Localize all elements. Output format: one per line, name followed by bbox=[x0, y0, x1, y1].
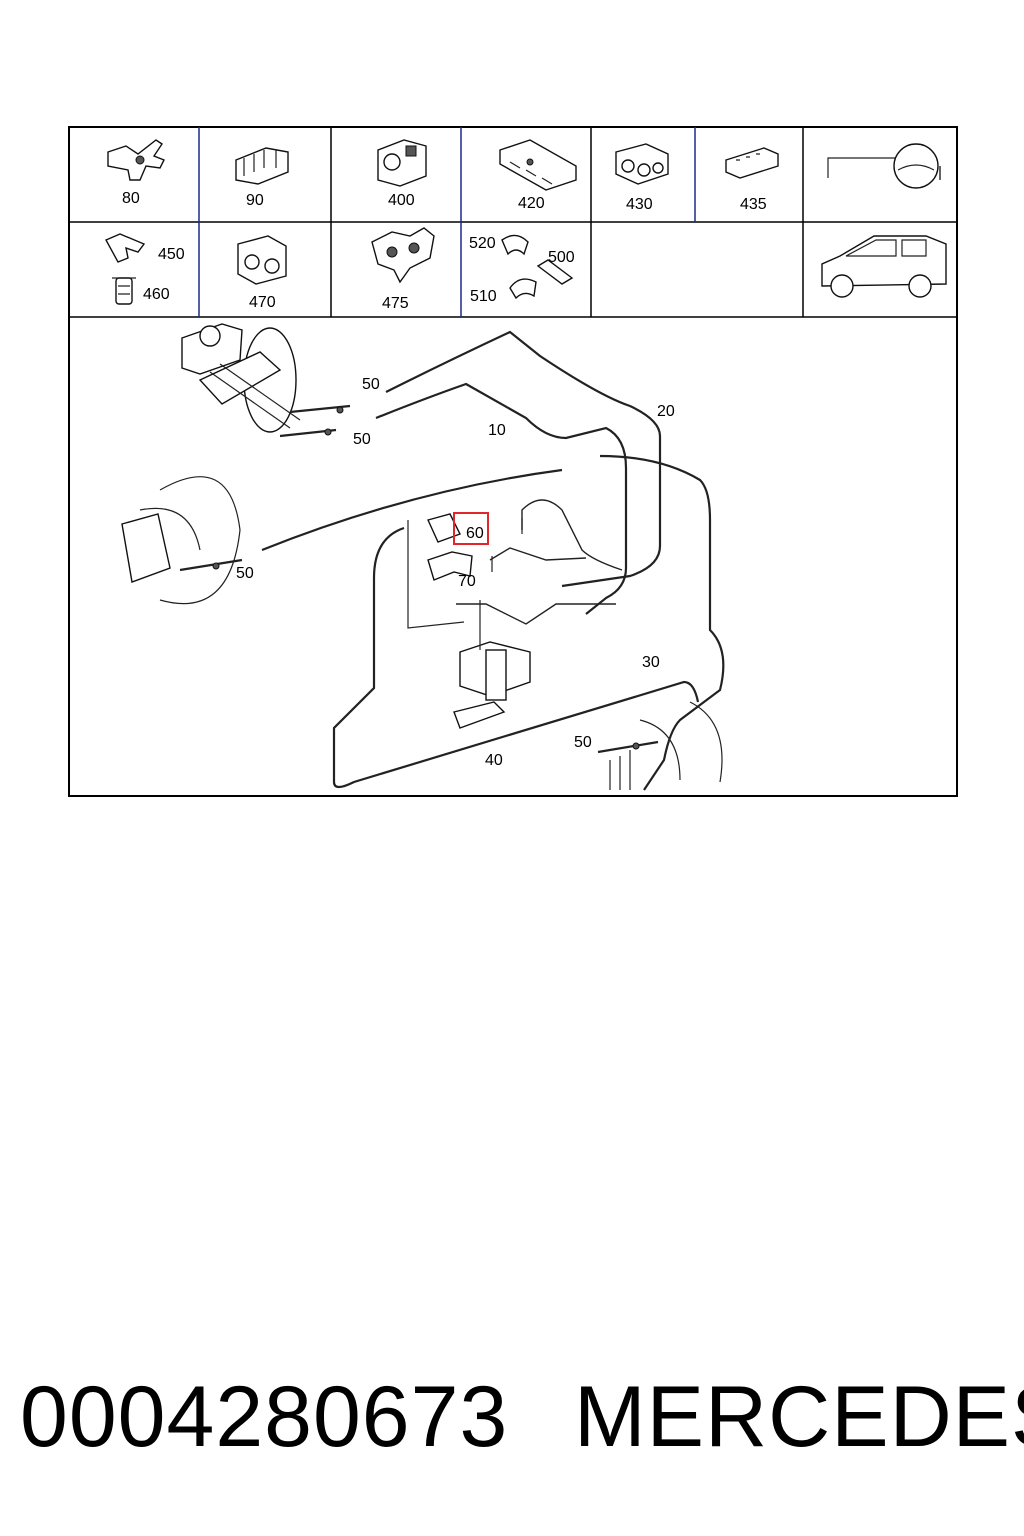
clip-435-icon bbox=[725, 147, 779, 179]
brake-lines bbox=[179, 330, 725, 791]
clip-430-icon bbox=[615, 143, 669, 185]
rear-brake-disc-icon bbox=[609, 701, 723, 790]
callout-30: 30 bbox=[642, 654, 660, 671]
bracket-70-icon bbox=[427, 551, 473, 581]
callout-60: 60 bbox=[466, 525, 484, 542]
clamp-520-icon bbox=[501, 234, 529, 256]
legend-label-500: 500 bbox=[548, 249, 575, 266]
bracket-60-icon bbox=[427, 513, 461, 543]
legend-label-90: 90 bbox=[246, 192, 264, 209]
highlight-box bbox=[453, 512, 489, 545]
legend-label-475: 475 bbox=[382, 295, 409, 312]
legend-label-520: 520 bbox=[469, 235, 496, 252]
clip-475-icon bbox=[371, 227, 435, 284]
fuel-cap-icon bbox=[827, 143, 941, 189]
callout-50-upper: 50 bbox=[362, 376, 380, 393]
callout-20: 20 bbox=[657, 403, 675, 420]
callout-70: 70 bbox=[458, 573, 476, 590]
callout-50-mid: 50 bbox=[353, 431, 371, 448]
abs-unit-icon bbox=[407, 520, 531, 729]
clip-400-icon bbox=[377, 139, 427, 187]
legend-grid bbox=[68, 126, 958, 797]
master-cylinder-icon bbox=[181, 323, 301, 433]
clip-420-icon bbox=[499, 139, 577, 191]
legend-label-430: 430 bbox=[626, 196, 653, 213]
brand-name: MERCEDES bbox=[574, 1369, 1024, 1465]
legend-label-510: 510 bbox=[470, 288, 497, 305]
legend-label-80: 80 bbox=[122, 190, 140, 207]
callout-10: 10 bbox=[488, 422, 506, 439]
legend-label-460: 460 bbox=[143, 286, 170, 303]
legend-label-400: 400 bbox=[388, 192, 415, 209]
legend-label-435: 435 bbox=[740, 196, 767, 213]
legend-label-450: 450 bbox=[158, 246, 185, 263]
clip-80-icon bbox=[107, 139, 165, 181]
callout-50-front: 50 bbox=[236, 565, 254, 582]
sleeve-500-icon bbox=[536, 259, 574, 285]
front-brake-disc-icon bbox=[121, 476, 241, 605]
part-number: 0004280673 bbox=[20, 1369, 509, 1465]
legend-label-420: 420 bbox=[518, 195, 545, 212]
clip-470-icon bbox=[237, 235, 287, 285]
brake-line-diagram: 80 90 400 420 430 435 450 460 470 475 52… bbox=[68, 126, 958, 797]
clip-460-icon bbox=[112, 277, 136, 305]
car-silhouette-icon bbox=[821, 235, 947, 298]
clamp-510-icon bbox=[509, 278, 537, 300]
clip-450-icon bbox=[105, 233, 146, 263]
clip-90-icon bbox=[235, 147, 289, 185]
legend-label-470: 470 bbox=[249, 294, 276, 311]
callout-50-rear: 50 bbox=[574, 734, 592, 751]
callout-40: 40 bbox=[485, 752, 503, 769]
